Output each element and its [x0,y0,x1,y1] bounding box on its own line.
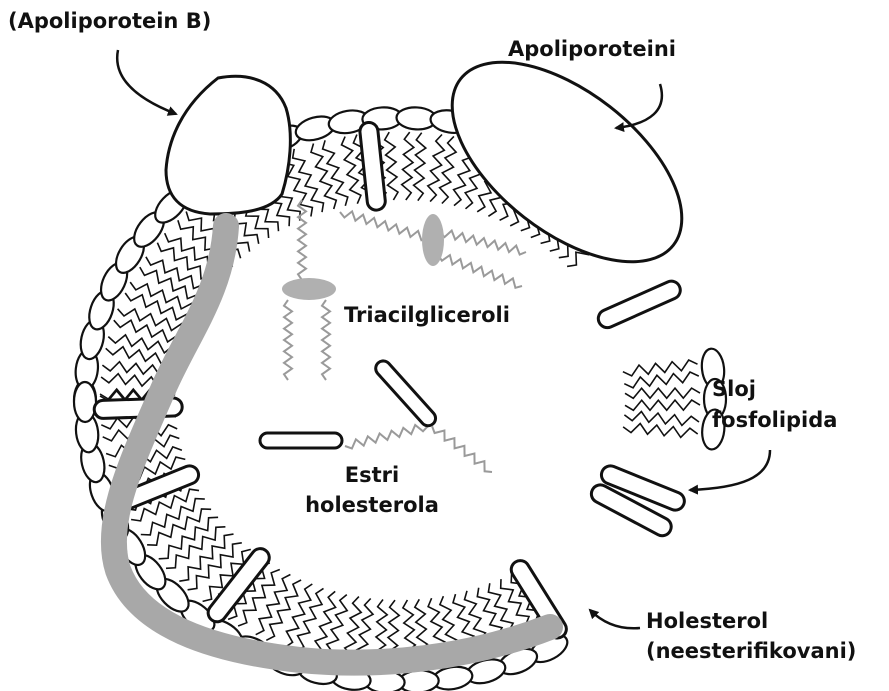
label-cholesterol-esters-line2: holesterola [282,492,462,518]
free-cholesterol-rod [359,122,386,211]
label-free-cholesterol-line1: Holesterol [646,608,768,634]
triacylglycerol-molecule-1 [340,211,526,287]
label-free-cholesterol-line2: (neesterifikovani) [646,638,856,664]
arrow-apolipoprotein-b [117,50,176,114]
triacylglycerol-molecule-2 [282,200,336,380]
arrow-free-cholesterol [590,610,640,628]
apolipoprotein-shape [418,24,717,301]
cholesterol-ester-molecule [260,358,492,472]
label-triacylglycerols: Triacilgliceroli [344,302,510,328]
arrow-phospholipid-layer [690,450,770,490]
label-phospholipid-layer-line2: fosfolipida [712,407,837,433]
apolipoprotein-b-shape [166,76,290,214]
label-apolipoproteins: Apoliporoteini [508,36,676,62]
phospholipid [623,408,726,450]
label-apolipoprotein-b: (Apoliporotein B) [8,8,211,34]
free-cholesterol-rod [595,278,683,330]
label-cholesterol-esters-line1: Estri [282,462,462,488]
label-phospholipid-layer-line1: Sloj [712,376,756,402]
